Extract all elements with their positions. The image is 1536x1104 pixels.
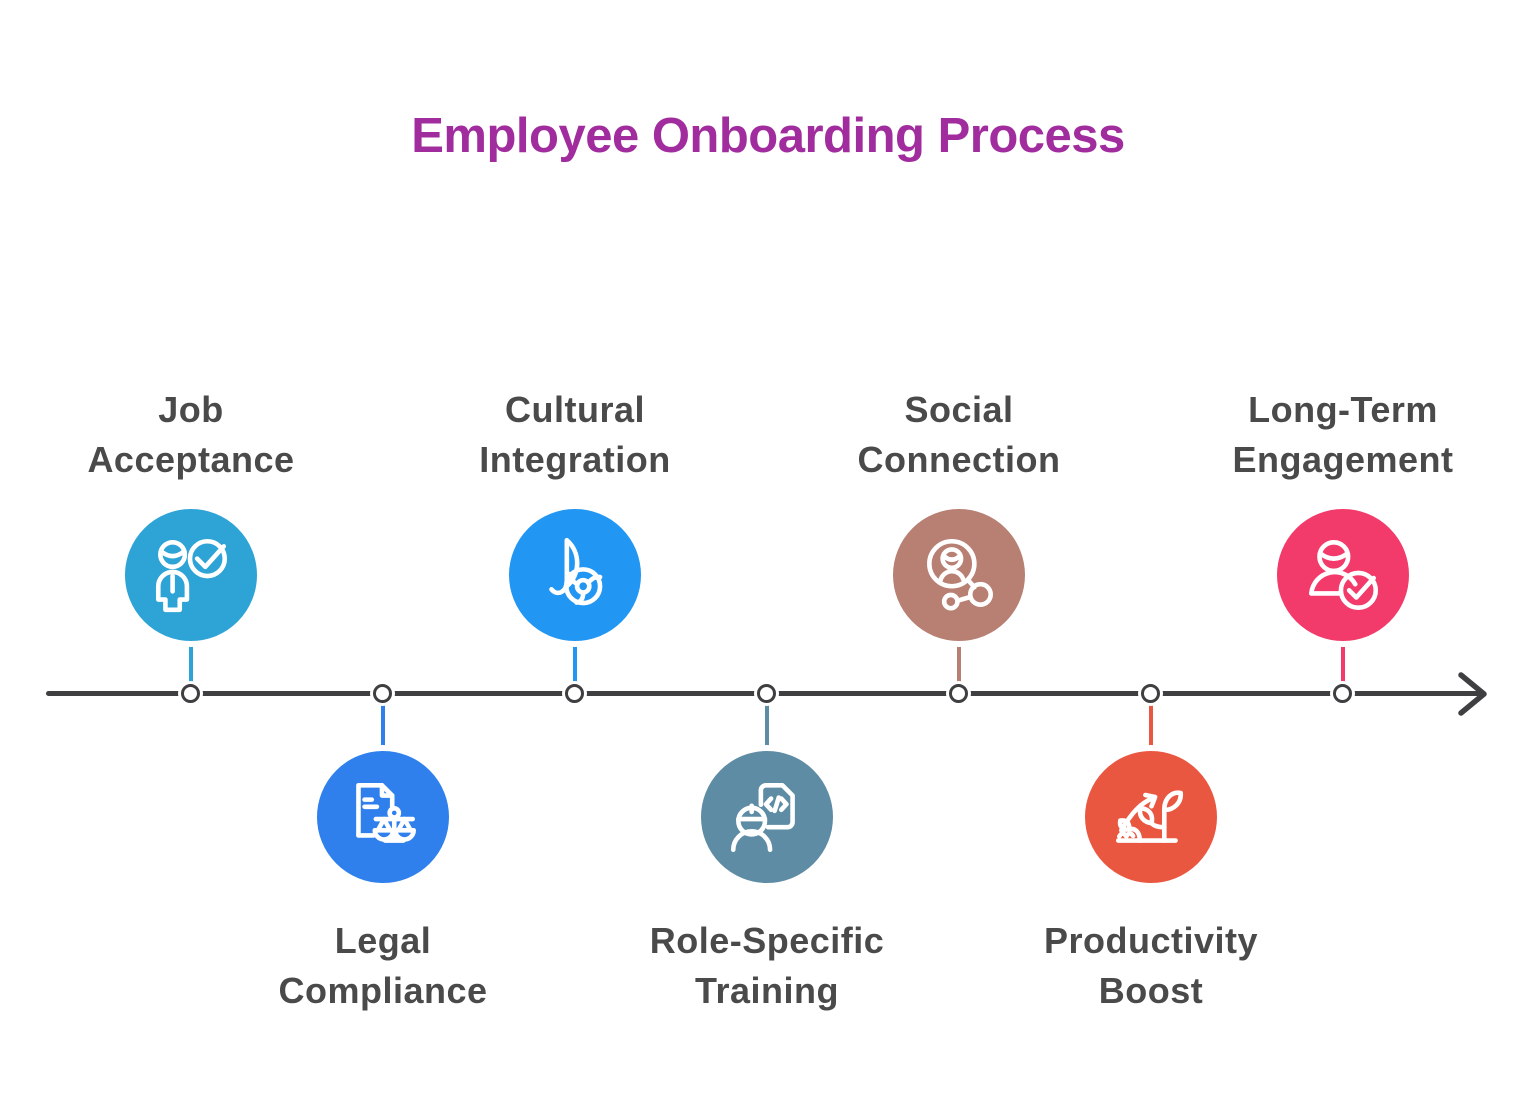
step-circle-job-acceptance	[119, 503, 263, 647]
connector-stem	[1149, 698, 1153, 748]
step-label-role-specific-training: Role-Specific Training	[587, 916, 947, 1016]
label-line: Legal	[334, 920, 432, 961]
page-title: Employee Onboarding Process	[411, 109, 1125, 163]
step-circle-legal-compliance	[311, 745, 455, 889]
connector-stem	[381, 698, 385, 748]
step-label-cultural-integration: Cultural Integration	[395, 385, 755, 485]
timeline-dot	[565, 684, 584, 703]
connector-stem	[765, 698, 769, 748]
step-circle-role-specific-training	[695, 745, 839, 889]
connector-stem	[189, 638, 193, 686]
timeline-dot	[1141, 684, 1160, 703]
connector-stem	[957, 638, 961, 686]
label-line: Connection	[857, 439, 1061, 480]
label-line: Acceptance	[87, 439, 295, 480]
step-label-long-term-engagement: Long-Term Engagement	[1163, 385, 1523, 485]
timeline-arrow-icon	[1458, 672, 1487, 716]
arrowhead	[1458, 672, 1487, 716]
connector-stem	[573, 638, 577, 686]
label-line: Integration	[479, 439, 671, 480]
step-circle-cultural-integration	[503, 503, 647, 647]
label-line: Training	[694, 970, 839, 1011]
worker-code-icon	[730, 782, 795, 853]
label-line: Long-Term	[1248, 389, 1438, 430]
step-label-productivity-boost: Productivity Boost	[971, 916, 1331, 1016]
culture-wheel-icon	[549, 537, 603, 606]
person-network-icon	[927, 538, 994, 611]
step-circle-long-term-engagement	[1271, 503, 1415, 647]
step-label-social-connection: Social Connection	[779, 385, 1139, 485]
label-line: Productivity	[1043, 920, 1259, 961]
growth-plants-icon	[1115, 790, 1183, 843]
label-line: Engagement	[1232, 439, 1454, 480]
person-check-icon	[155, 538, 228, 613]
label-line: Job	[158, 389, 224, 430]
label-line: Cultural	[504, 389, 645, 430]
connector-stem	[1341, 638, 1345, 686]
person-approved-icon	[1308, 539, 1379, 611]
step-circle-social-connection	[887, 503, 1031, 647]
timeline-dot	[757, 684, 776, 703]
step-circle-productivity-boost	[1079, 745, 1223, 889]
step-label-legal-compliance: Legal Compliance	[203, 916, 563, 1016]
timeline-dot	[949, 684, 968, 703]
document-scales-icon	[356, 782, 416, 843]
step-label-job-acceptance: Job Acceptance	[11, 385, 371, 485]
label-line: Social	[904, 389, 1014, 430]
label-line: Role-Specific	[649, 920, 885, 961]
label-line: Boost	[1098, 970, 1204, 1011]
timeline-dot	[181, 684, 200, 703]
label-line: Compliance	[278, 970, 488, 1011]
timeline-dot	[373, 684, 392, 703]
timeline-dot	[1333, 684, 1352, 703]
